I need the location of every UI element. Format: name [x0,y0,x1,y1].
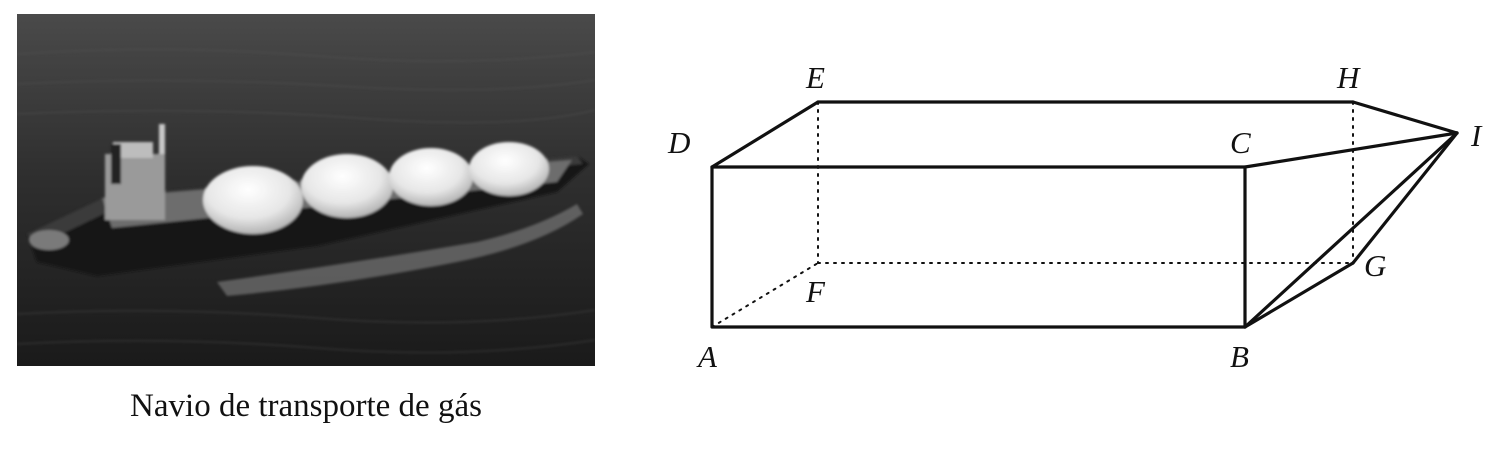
edge-AF [711,262,819,328]
vertex-label-I: I [1470,118,1483,153]
vertex-label-D: D [667,125,690,160]
vertex-label-G: G [1364,248,1386,283]
ship [27,124,589,276]
ship-wake [217,204,583,296]
photo-caption: Navio de transporte de gás [130,388,482,424]
ship-photo [17,14,595,366]
vertex-label-C: C [1230,125,1251,160]
edge-GI [1351,131,1459,265]
edge-BG [1243,261,1355,329]
vertex-label-F: F [805,274,826,309]
edge-BI [1243,131,1459,329]
vertex-label-H: H [1336,60,1361,95]
edge-DE [710,100,820,169]
edge-HI [1351,100,1459,135]
vertex-label-B: B [1230,339,1249,374]
vertex-label-A: A [696,339,718,374]
vertex-label-E: E [805,60,825,95]
front-face-ABCD [710,165,1247,329]
edge-CI [1243,131,1459,169]
